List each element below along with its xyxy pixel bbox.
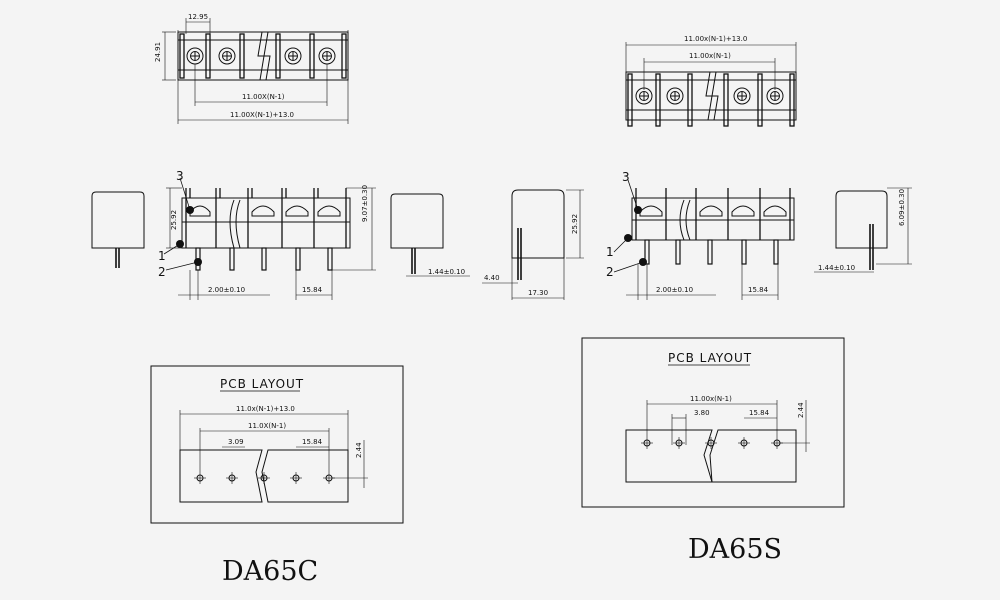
da65s-front-pitch-label: 15.84: [748, 286, 769, 294]
da65s-pcb-pitch-label: 15.84: [749, 409, 770, 417]
middle-side-pin-offset-label: 4.40: [484, 274, 500, 282]
da65c-pcb-offset-label: 3.09: [228, 438, 244, 446]
da65c-side-view: 1.44±0.10: [390, 193, 470, 277]
da65c-pcb-layout: PCB LAYOUT 11.0x(N-1)+13.0 11.0X(N-1) 3.…: [150, 365, 404, 524]
da65s-pcb-holes: [641, 437, 783, 449]
da65s-front-row-label: 2.00±0.10: [656, 286, 693, 294]
da65c-model-label: DA65C: [222, 556, 319, 587]
da65s-side-pin-label: 1.44±0.10: [818, 264, 855, 272]
da65c-callout-1: 1: [158, 249, 166, 263]
da65c-front-height-label: 25.92: [170, 210, 178, 230]
da65s-callout-2: 2: [606, 265, 614, 279]
da65s-model-label: DA65S: [688, 534, 782, 565]
da65c-top-height-label: 24.91: [154, 42, 162, 62]
da65c-left-side-body: [91, 191, 145, 268]
middle-side-width-label: 17.30: [528, 289, 548, 297]
da65c-callout-2: 2: [158, 265, 166, 279]
da65c-top-view: 12.95 24.91 11.00X(N-1) 11.00X(N-1)+13.0: [154, 13, 349, 124]
da65s-pcb-offset-label: 3.80: [694, 409, 710, 417]
da65s-pcb-title: PCB LAYOUT: [668, 351, 752, 365]
da65s-pcb-edge-label: 2.44: [797, 402, 805, 418]
da65c-front-row-label: 2.00±0.10: [208, 286, 245, 294]
da65c-pcb-inner-label: 11.0X(N-1): [248, 422, 286, 430]
middle-side-view: 25.92 4.40 17.30: [482, 189, 584, 300]
da65c-side-pin-label: 1.44±0.10: [428, 268, 465, 276]
da65c-front-pin-height-label: 9.07±0.30: [361, 185, 369, 222]
da65c-top-inner-label: 11.00X(N-1): [242, 93, 285, 101]
da65c-front-view: 3 1 2 25.92 9.07±0.30 2.00±0.10 15.84: [91, 169, 376, 300]
da65s-side-pin-height-label: 6.09±0.30: [898, 189, 906, 226]
da65s-pcb-layout: PCB LAYOUT 11.00x(N-1) 3.80 15.84 2.44: [581, 337, 845, 508]
da65c-top-outer-label: 11.00X(N-1)+13.0: [230, 111, 294, 119]
da65s-callout-3: 3: [622, 170, 630, 184]
da65c-pcb-edge-label: 2.44: [355, 442, 363, 458]
da65s-front-view: 3 1 2 2.00±0.10 15.84: [606, 170, 795, 300]
da65c-callout-3: 3: [176, 169, 184, 183]
da65s-top-inner-label: 11.00x(N-1): [689, 52, 731, 60]
da65c-pcb-holes: [194, 472, 335, 484]
da65c-pcb-outer-label: 11.0x(N-1)+13.0: [236, 405, 295, 413]
da65s-pcb-inner-label: 11.00x(N-1): [690, 395, 732, 403]
da65s-top-outer-label: 11.00x(N-1)+13.0: [684, 35, 747, 43]
da65s-top-view: 11.00x(N-1)+13.0 11.00x(N-1): [625, 35, 797, 127]
da65c-top-pitch-label: 12.95: [188, 13, 208, 21]
da65c-pcb-pitch-label: 15.84: [302, 438, 323, 446]
middle-side-height-label: 25.92: [571, 214, 579, 234]
da65c-front-pitch-label: 15.84: [302, 286, 323, 294]
da65c-pcb-title: PCB LAYOUT: [220, 377, 304, 391]
da65s-side-view: 6.09±0.30 1.44±0.10: [814, 187, 912, 273]
da65s-callout-1: 1: [606, 245, 614, 259]
